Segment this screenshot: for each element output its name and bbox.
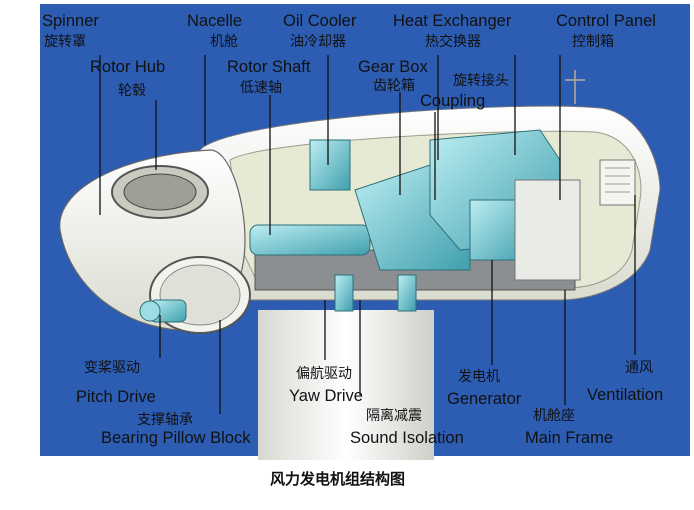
label-generator-zh: 发电机 [458, 369, 500, 385]
label-gear-box-zh: 齿轮箱 [373, 78, 415, 94]
label-main-frame-zh: 机舱座 [533, 408, 575, 424]
label-heat-exchanger-en: Heat Exchanger [393, 12, 512, 30]
label-spinner-en: Spinner [42, 12, 99, 30]
label-generator-en: Generator [447, 390, 522, 408]
label-bearing-pillow-block-en: Bearing Pillow Block [101, 429, 251, 447]
label-pitch-drive-zh: 变桨驱动 [84, 359, 140, 376]
label-coupling-en: Coupling [420, 92, 485, 110]
leader-lines [99, 55, 636, 414]
oil-cooler [309, 139, 351, 191]
label-control-panel-zh: 控制箱 [572, 34, 614, 50]
label-nacelle-en: Nacelle [187, 12, 242, 30]
label-main-frame-en: Main Frame [525, 429, 613, 447]
rotor-shaft [249, 224, 371, 256]
tower [258, 310, 434, 460]
label-rotor-shaft-en: Rotor Shaft [227, 58, 311, 76]
label-nacelle-zh: 机舱 [210, 34, 238, 50]
label-spinner-zh: 旋转罩 [44, 34, 86, 50]
label-ventilation-en: Ventilation [587, 386, 663, 404]
yaw-drive [334, 274, 417, 312]
label-rotor-hub-en: Rotor Hub [90, 58, 165, 76]
control-panel [514, 179, 581, 281]
label-pitch-drive-en: Pitch Drive [76, 388, 156, 406]
rotor-hub-inner [123, 173, 197, 211]
pitch-drive-motor [139, 299, 187, 323]
label-gear-box-en: Gear Box [358, 58, 428, 76]
label-ventilation-zh: 通风 [625, 360, 653, 376]
diagram-caption: 风力发电机组结构图 [270, 470, 405, 488]
label-sound-isolation-zh: 隔离减震 [366, 407, 422, 424]
label-oil-cooler-zh: 油冷却器 [290, 34, 346, 50]
ventilation-grill [599, 159, 636, 206]
label-yaw-drive-zh: 偏航驱动 [296, 366, 352, 382]
label-sound-isolation-en: Sound Isolation [350, 429, 464, 447]
label-coupling-zh: 旋转接头 [453, 72, 509, 89]
label-rotor-shaft-zh: 低速轴 [240, 80, 282, 96]
label-control-panel-en: Control Panel [556, 12, 656, 30]
label-oil-cooler-en: Oil Cooler [283, 12, 357, 30]
label-heat-exchanger-zh: 热交换器 [425, 33, 481, 50]
label-rotor-hub-zh: 轮毂 [118, 83, 146, 99]
label-yaw-drive-en: Yaw Drive [289, 387, 363, 405]
anemometer-mast [565, 70, 585, 104]
label-bearing-pillow-block-zh: 支撑轴承 [137, 412, 193, 428]
